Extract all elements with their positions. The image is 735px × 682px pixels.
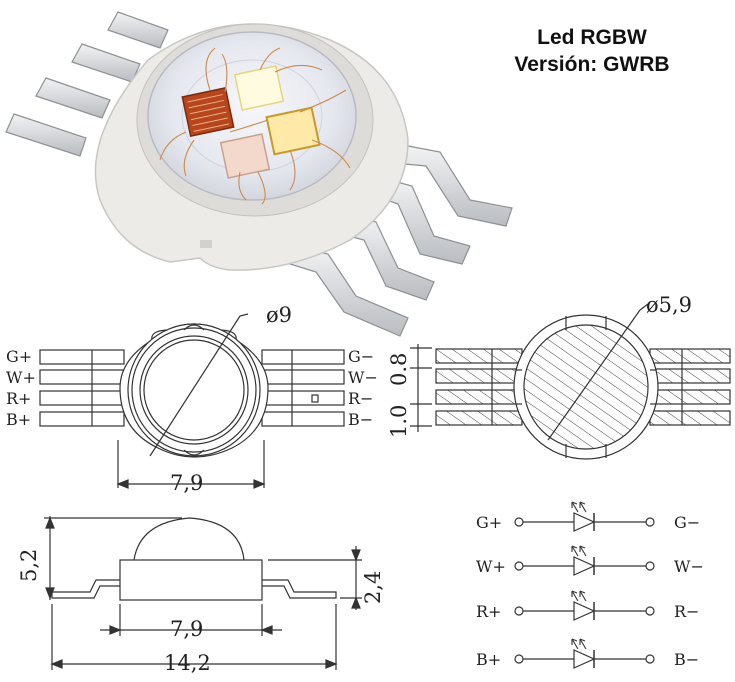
schematic-plus-label: W+ [476,557,506,576]
schematic: G+ G− W+ W− R+ R− B+ B− [476,501,704,669]
left-leads [5,11,169,157]
terminal-icon [514,654,524,664]
schematic-minus-label: W− [674,557,704,576]
pink-chip [219,133,271,179]
light-arrow-icon [579,638,587,650]
light-arrow-icon [571,545,579,557]
schematic-row: G+ G− [476,501,700,532]
schematic-plus-label: G+ [476,513,502,532]
yellow-chip [265,106,321,156]
terminal-icon [645,654,655,664]
terminal-icon [514,561,524,571]
pitch-label-top: 0.8 [387,353,411,386]
light-arrow-icon [571,638,579,650]
back-diameter-label: ø5,9 [646,293,692,317]
led-diode-icon [573,556,596,576]
lens [147,31,357,201]
terminal-icon [514,606,524,616]
terminal-icon [514,517,524,527]
pin-label-b-minus: B− [348,410,373,429]
terminal-icon [645,561,655,571]
side-width-total-label: 14,2 [164,651,211,675]
pin-label-w-minus: W− [348,368,378,387]
schematic-row: R+ R− [476,590,699,621]
pin-label-g-minus: G− [348,347,374,366]
pin-label-r-minus: R− [348,389,373,408]
red-chip [181,86,235,138]
pin-label-r-plus: R+ [6,389,31,408]
light-arrow-icon [571,590,579,602]
title-line-2: Versión: GWRB [514,53,670,76]
light-arrow-icon [579,590,587,602]
pin-label-w-plus: W+ [6,368,36,387]
side-width-body-label: 7,9 [170,617,203,641]
back-view [410,303,731,460]
title-block: Led RGBW Versión: GWRB [492,24,692,78]
pitch-label-bottom: 1.0 [387,405,411,438]
terminal-icon [645,606,655,616]
led-illustration [5,11,513,337]
side-height-body-label: 2,4 [361,571,385,604]
light-arrow-icon [579,545,587,557]
led-diode-icon [573,649,596,669]
led-diode-icon [573,601,596,621]
right-leads [289,145,513,337]
light-arrow-icon [579,501,587,513]
schematic-row: W+ W− [476,545,704,576]
back-view-pins [435,348,731,426]
light-arrow-icon [571,501,579,513]
title-line-1: Led RGBW [537,26,647,49]
schematic-plus-label: B+ [476,650,501,669]
pin-label-b-plus: B+ [6,410,31,429]
pin-label-g-plus: G+ [6,347,32,366]
front-view [39,313,345,489]
schematic-minus-label: R− [674,602,699,621]
side-height-total-label: 5,2 [17,549,41,582]
front-diameter-label: ø9 [266,303,292,327]
side-view [44,516,362,670]
schematic-row: B+ B− [476,638,699,669]
front-width-label: 7,9 [170,471,203,495]
schematic-minus-label: B− [674,650,699,669]
schematic-plus-label: R+ [476,602,501,621]
bond-wires [159,47,351,205]
led-diode-icon [573,512,596,532]
white-chip [233,65,285,111]
terminal-icon [645,517,655,527]
schematic-minus-label: G− [674,513,700,532]
